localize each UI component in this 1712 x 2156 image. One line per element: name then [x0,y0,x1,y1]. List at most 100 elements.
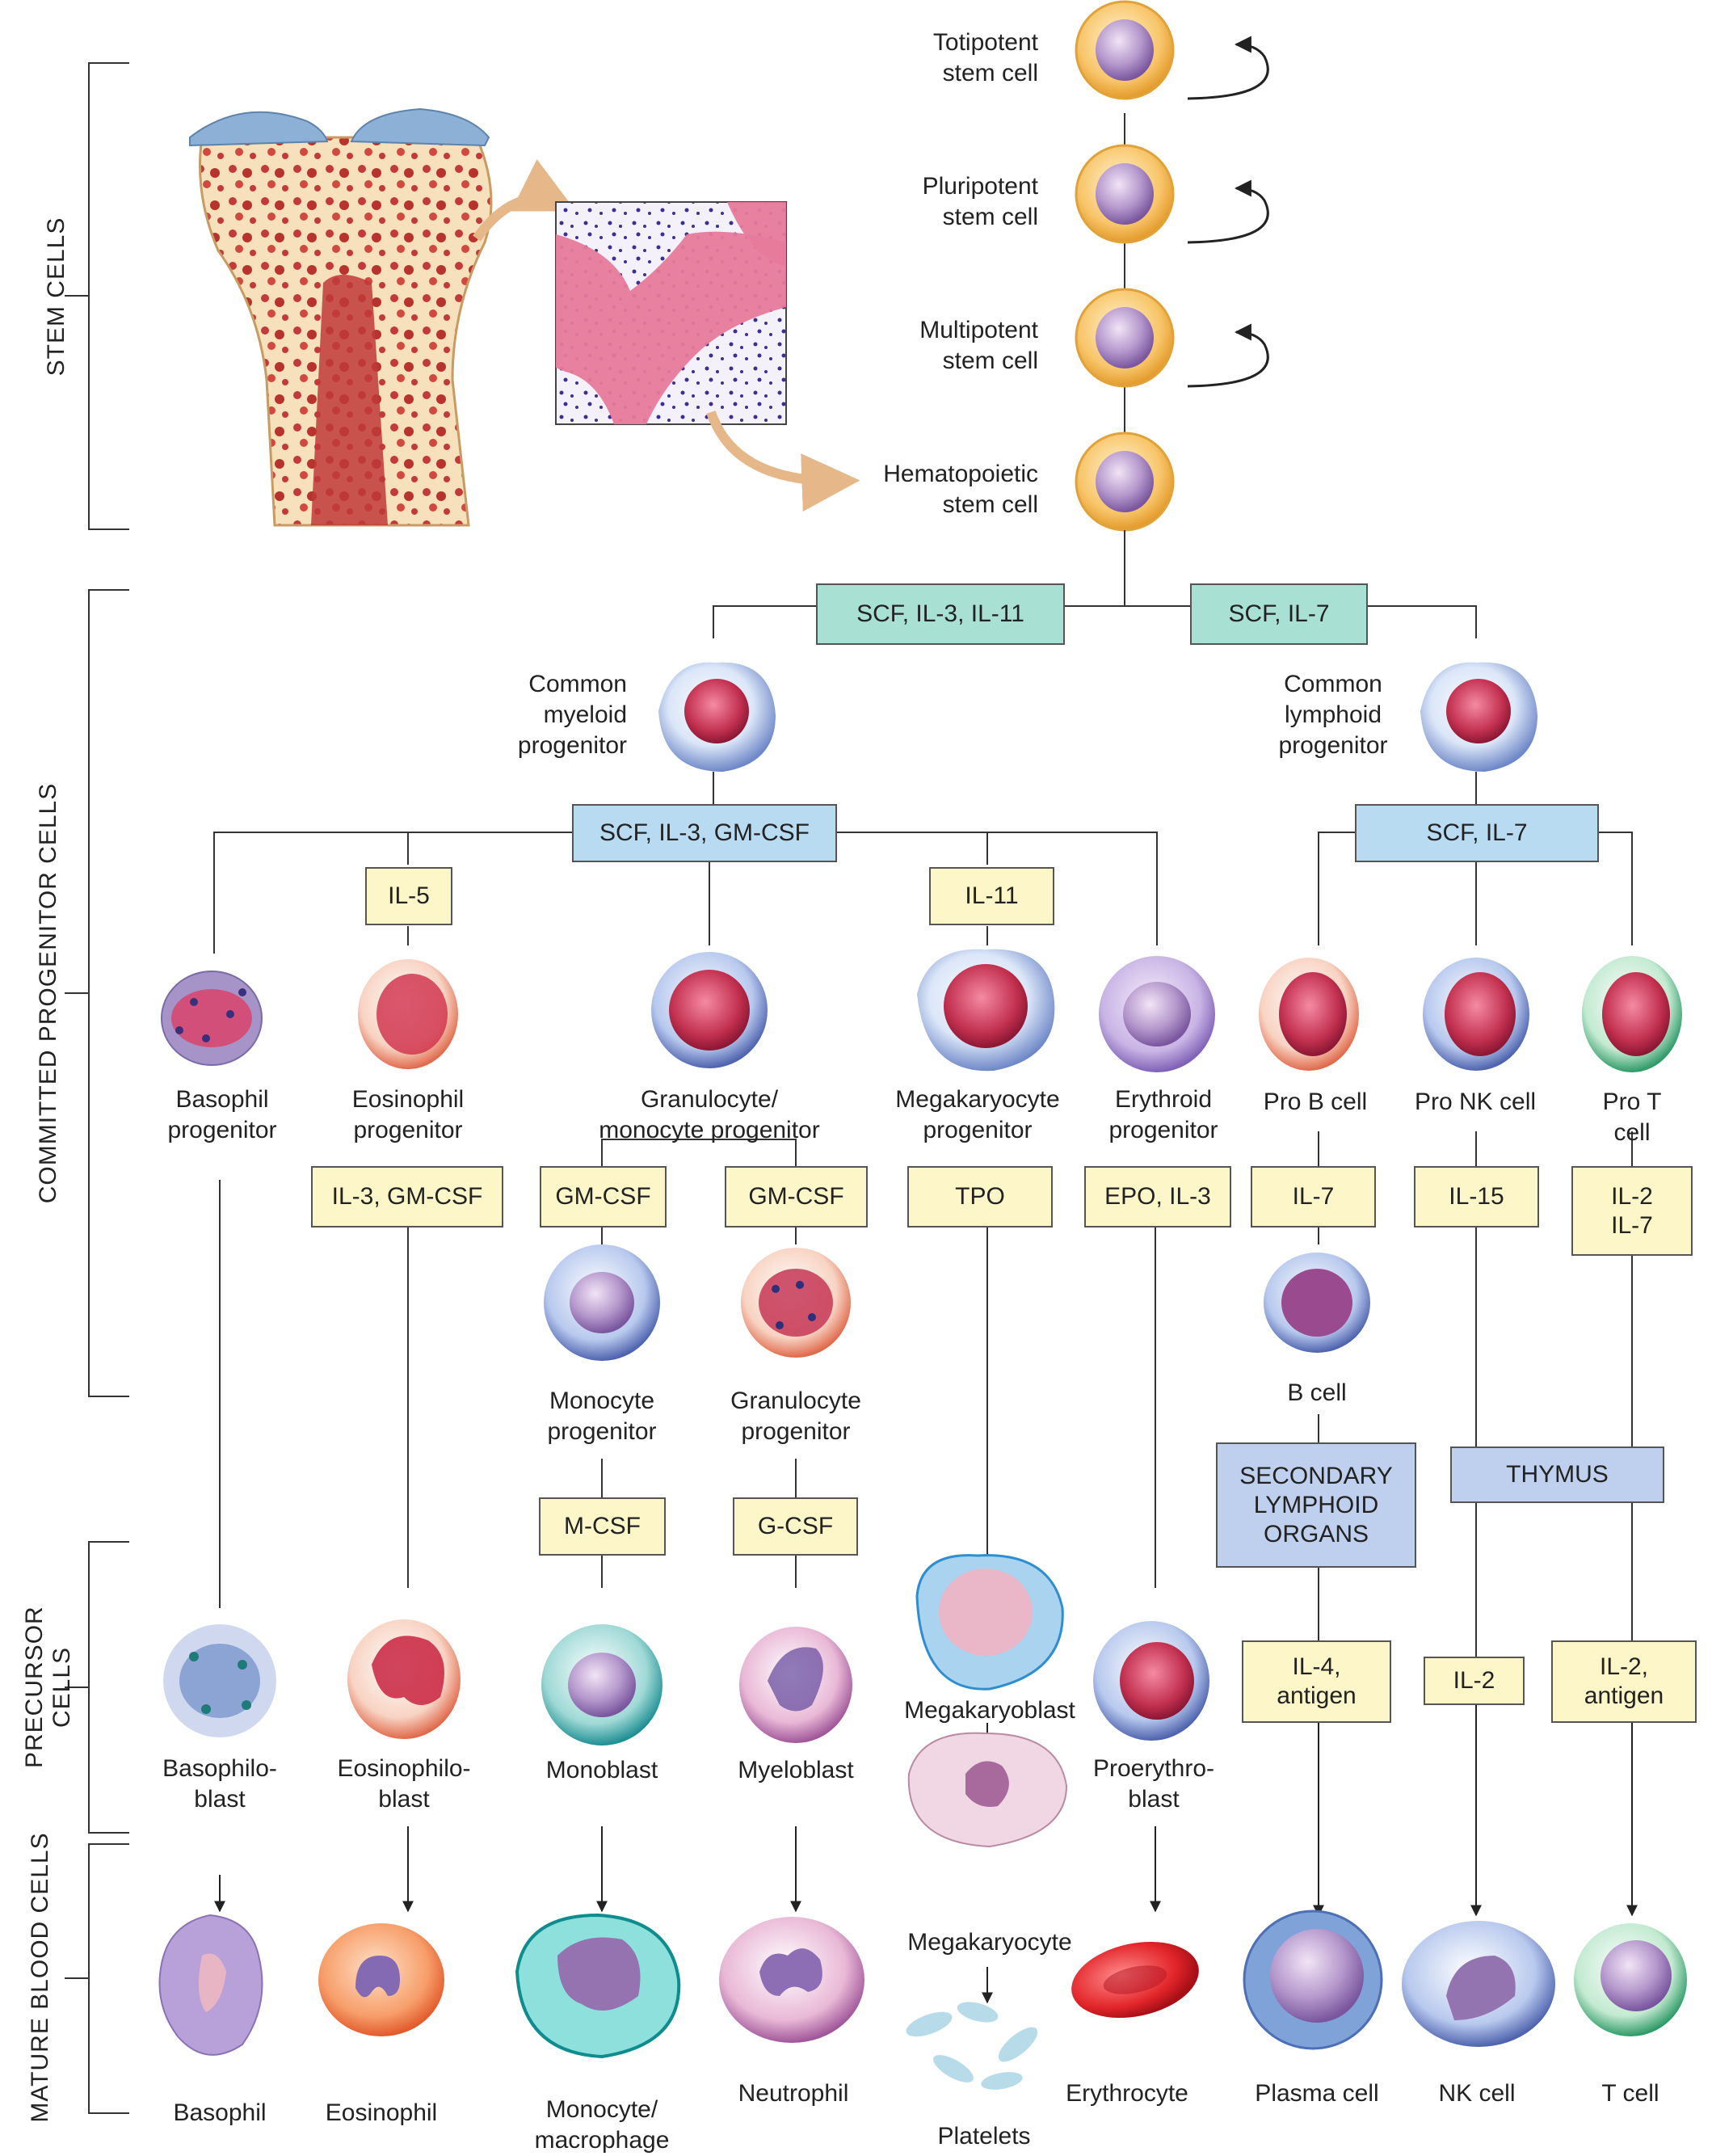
proerythroblast-cell [1093,1621,1209,1741]
factor-tpo: TPO [907,1166,1053,1227]
factor-gmcsf-2: GM-CSF [725,1166,868,1227]
label-eosinophil-progenitor: Eosinophil progenitor [351,1086,465,1143]
b-cell [1264,1253,1370,1353]
label-erythrocyte: Erythrocyte [1066,2080,1188,2107]
label-basophil: Basophil [173,2099,267,2126]
totipotent-cell [1075,0,1175,100]
label-pluripotent: Pluripotent stem cell [922,173,1038,230]
granulocyte-monocyte-progenitor-cell [651,952,768,1068]
factor-il2: IL-2 [1424,1657,1525,1705]
label-granulocyte-progenitor: Granulocyte progenitor [730,1388,861,1445]
common-lymphoid-progenitor-cell [1420,662,1537,772]
factor-thymus: THYMUS [1450,1446,1664,1503]
hematopoietic-cell [1075,432,1175,532]
factor-il2-antigen: IL-2, antigen [1551,1640,1697,1723]
factor-scf-il3-gmcsf: SCF, IL-3, GM-CSF [572,804,837,862]
monoblast-cell [541,1624,663,1745]
common-myeloid-progenitor-cell [658,662,776,772]
t-cell [1574,1923,1687,2036]
factor-epo-il3: EPO, IL-3 [1084,1166,1231,1227]
mature-cells [158,1732,1687,2090]
progenitor-cells [161,662,1682,1361]
granulocyte-progenitor-cell [741,1248,851,1358]
platelets-cluster [906,2002,1038,2090]
eosinophiloblast-cell [347,1619,461,1739]
stem-cell-column [1075,0,1269,602]
label-common-myeloid-progenitor: Common myeloid progenitor [517,671,627,759]
label-totipotent: Totipotent stem cell [932,29,1038,86]
label-proerythroblast: Proerythro- blast [1092,1755,1215,1813]
eosinophil-cell [318,1923,444,2036]
label-pro-b-cell: Pro B cell [1263,1089,1368,1115]
label-platelets: Platelets [937,2123,1031,2150]
label-monocyte-progenitor: Monocyte progenitor [547,1388,657,1445]
histology-to-hsc-arrow [706,411,860,512]
basophil-progenitor-cell [161,971,263,1066]
label-pro-nk-cell: Pro NK cell [1414,1089,1537,1115]
pro-nk-cell [1423,958,1529,1071]
label-eosinophiloblast: Eosinophilo- blast [337,1755,471,1813]
section-label-committed: COMMITTED PROGENITOR CELLS [35,782,61,1204]
factor-il3-gmcsf: IL-3, GM-CSF [311,1166,503,1227]
factor-secondary-lymphoid-organs: SECONDARY LYMPHOID ORGANS [1216,1442,1416,1568]
nk-cell [1402,1921,1555,2047]
factor-il7: IL-7 [1251,1166,1376,1227]
factor-scf-il3-il11: SCF, IL-3, IL-11 [816,583,1065,645]
plasma-cell [1243,1910,1383,2050]
precursor-cells [163,1554,1209,1745]
label-basophiloblast: Basophilo- blast [162,1755,277,1813]
histology-image [555,201,787,425]
label-erythroid-progenitor: Erythroid progenitor [1108,1086,1218,1143]
factor-il5: IL-5 [365,867,452,925]
erythrocyte-cell [1071,1941,1199,2019]
self-renew-arrow-1 [1187,36,1269,100]
label-megakaryoblast: Megakaryoblast [904,1697,1075,1724]
label-basophil-progenitor: Basophil progenitor [167,1086,277,1143]
factor-gmcsf-1: GM-CSF [540,1166,667,1227]
label-common-lymphoid-progenitor: Common lymphoid progenitor [1278,671,1388,759]
label-multipotent: Multipotent stem cell [919,317,1038,374]
label-t-cell: T cell [1601,2080,1659,2107]
label-eosinophil: Eosinophil [325,2099,438,2126]
factor-il11: IL-11 [929,867,1054,925]
pro-t-cell [1582,956,1682,1072]
label-megakaryocyte-progenitor: Megakaryocyte progenitor [895,1086,1060,1143]
factor-il15: IL-15 [1414,1166,1539,1227]
label-hematopoietic: Hematopoietic stem cell [883,461,1038,518]
label-plasma-cell: Plasma cell [1255,2080,1379,2107]
factor-scf-il7-lymphoid: SCF, IL-7 [1355,804,1599,862]
label-pro-t-cell: Pro T cell [1602,1089,1662,1146]
section-label-stem: STEM CELLS [43,217,69,377]
pluripotent-cell [1075,144,1175,244]
self-renew-arrow-3 [1187,323,1269,388]
myeloblast-cell [739,1627,852,1743]
pro-b-cell [1259,958,1359,1071]
neutrophil-cell [719,1917,864,2043]
monocyte-progenitor-cell [544,1244,660,1361]
factor-mcsf: M-CSF [539,1497,666,1556]
factor-il2-il7: IL-2 IL-7 [1571,1166,1693,1256]
label-myeloblast: Myeloblast [738,1757,854,1783]
factor-scf-il7-top: SCF, IL-7 [1190,583,1368,645]
section-brackets [65,62,129,2114]
monocyte-macrophage-cell [515,1913,681,2059]
section-label-precursor: PRECURSOR CELLS [21,1606,75,1768]
label-nk-cell: NK cell [1438,2080,1516,2107]
basophil-cell [158,1914,263,2056]
megakaryoblast-cell [915,1554,1064,1691]
bone-illustration [189,107,493,527]
erythroid-progenitor-cell [1099,956,1215,1072]
factor-gcsf: G-CSF [733,1497,858,1556]
maturation-arrows [214,1697,1638,2004]
label-neutrophil: Neutrophil [738,2080,849,2107]
label-monocyte-macrophage: Monocyte/ macrophage [534,2096,670,2154]
multipotent-cell [1075,288,1175,388]
section-label-mature: MATURE BLOOD CELLS [27,1832,53,2123]
self-renew-arrow-2 [1187,179,1269,244]
factor-il4-antigen: IL-4, antigen [1242,1640,1391,1723]
label-monoblast: Monoblast [545,1757,658,1783]
label-granulocyte-monocyte-progenitor: Granulocyte/ monocyte progenitor [599,1086,820,1143]
megakaryocyte-cell [907,1732,1068,1848]
eosinophil-progenitor-cell [358,959,458,1069]
label-megakaryocyte: Megakaryocyte [907,1929,1072,1956]
